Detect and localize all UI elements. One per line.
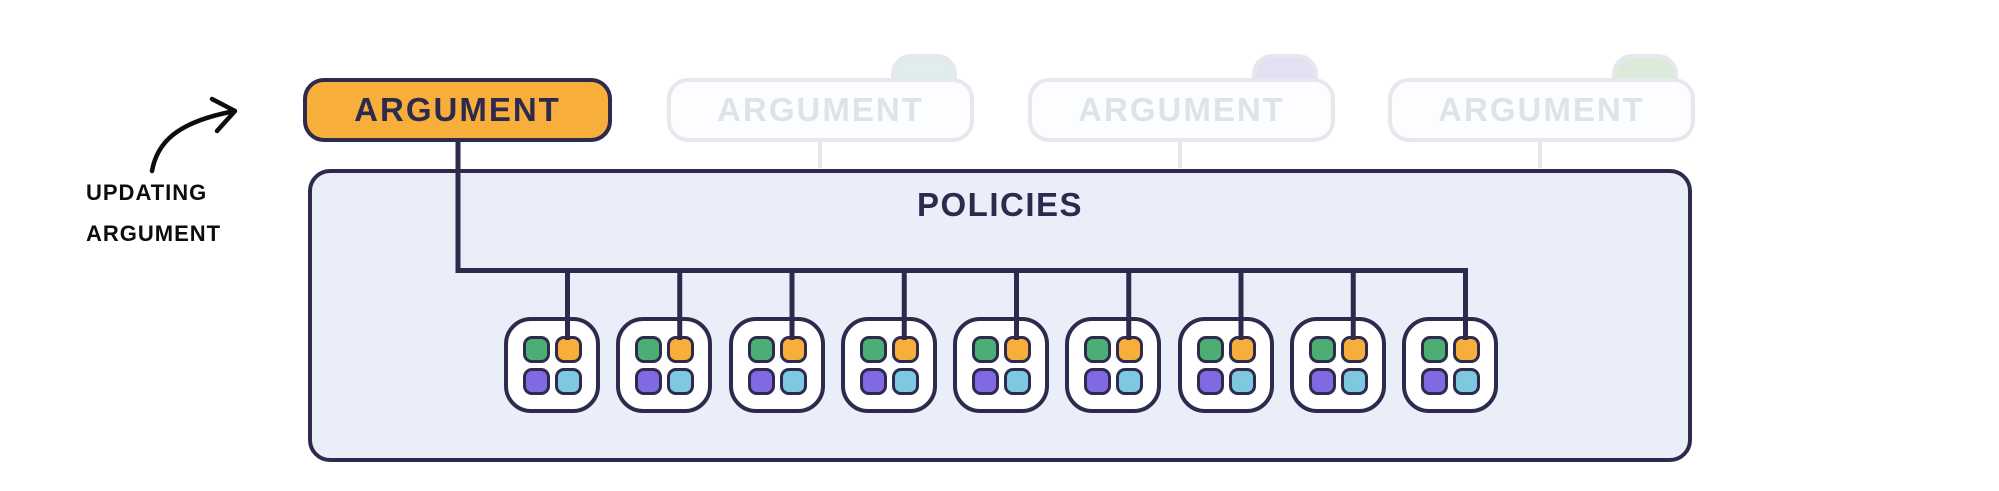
policy-cell-bottom-left (1084, 368, 1112, 395)
argument-pill-active-body: ARGUMENT (303, 78, 612, 142)
policy-cell-bottom-right (1116, 368, 1144, 395)
argument-pill-label: ARGUMENT (354, 91, 561, 128)
policy-icon (1177, 317, 1274, 413)
policy-cell-top-right (1004, 336, 1031, 363)
policy-cell-bottom-left (523, 368, 550, 395)
annotation-line-2: ARGUMENT (86, 221, 222, 246)
policy-cell-top-right (891, 336, 919, 363)
policy-cell-bottom-right (555, 368, 582, 395)
policy-icon (1402, 317, 1498, 413)
policy-icon (616, 317, 713, 413)
policy-cell-bottom-right (1453, 368, 1480, 395)
policy-cell-bottom-right (1228, 368, 1256, 395)
annotation-updating-argument: UPDATING ARGUMENT (86, 172, 221, 254)
policy-cell-bottom-right (1340, 368, 1368, 395)
policy-cell-bottom-right (667, 368, 695, 395)
policy-cell-bottom-left (1196, 368, 1224, 395)
policy-cell-top-left (859, 336, 887, 363)
policy-cell-bottom-right (891, 368, 919, 395)
argument-pill-active: ARGUMENT (303, 78, 612, 142)
argument-pill-faded-2-body: ARGUMENT (1028, 78, 1335, 142)
policy-cell-top-left (1421, 336, 1448, 363)
policy-cell-top-left (747, 336, 775, 363)
policy-icon (728, 317, 825, 413)
policy-cell-top-right (1453, 336, 1480, 363)
policy-icon (840, 317, 937, 413)
policy-cell-bottom-left (1308, 368, 1336, 395)
policy-cell-bottom-left (859, 368, 887, 395)
argument-pill-label: ARGUMENT (1438, 91, 1645, 128)
argument-pill-label: ARGUMENT (1078, 91, 1285, 128)
policy-cell-top-left (1084, 336, 1112, 363)
policy-cell-top-left (1308, 336, 1336, 363)
policy-icon (504, 317, 600, 413)
policy-cell-bottom-left (972, 368, 999, 395)
argument-pill-faded-3: ARGUMENT (1388, 54, 1695, 142)
policy-cell-top-left (635, 336, 663, 363)
argument-pill-faded-2: ARGUMENT (1028, 54, 1335, 142)
annotation-line-1: UPDATING (86, 180, 208, 205)
policy-cell-top-left (523, 336, 550, 363)
policy-cell-bottom-right (779, 368, 807, 395)
policy-cell-top-right (1116, 336, 1144, 363)
policy-cell-bottom-left (1421, 368, 1448, 395)
policy-cell-bottom-left (635, 368, 663, 395)
argument-pill-faded-3-body: ARGUMENT (1388, 78, 1695, 142)
policy-cell-top-right (555, 336, 582, 363)
policy-cell-top-right (667, 336, 695, 363)
policy-icon (1065, 317, 1162, 413)
policy-icon (1289, 317, 1386, 413)
policy-cell-top-right (1228, 336, 1256, 363)
policy-cell-top-right (1340, 336, 1368, 363)
policy-cell-top-right (779, 336, 807, 363)
policy-cell-top-left (972, 336, 999, 363)
argument-pill-faded-1-body: ARGUMENT (667, 78, 974, 142)
policy-cell-bottom-right (1004, 368, 1031, 395)
policy-cell-bottom-left (747, 368, 775, 395)
argument-pill-label: ARGUMENT (717, 91, 924, 128)
argument-pill-faded-1: ARGUMENT (667, 54, 974, 142)
policy-icon (953, 317, 1049, 413)
policy-cell-top-left (1196, 336, 1224, 363)
